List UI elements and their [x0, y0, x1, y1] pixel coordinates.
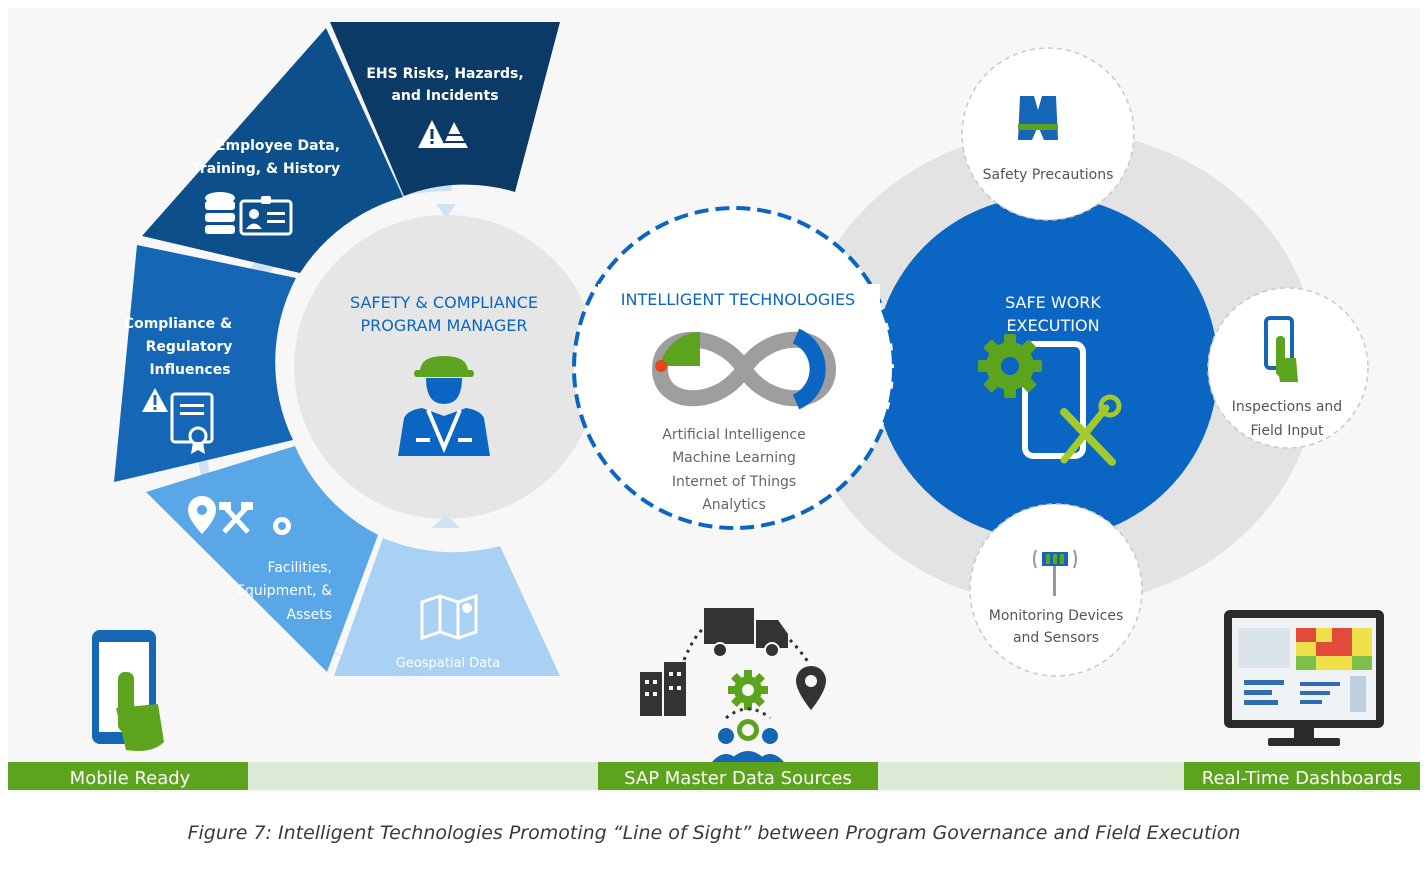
governance-wheel: EHS Risks, Hazards, and Incidents Employ… — [114, 22, 598, 682]
segment-ehs-risks — [330, 22, 560, 196]
segment-label-employee-2: Training, & History — [192, 161, 340, 177]
safe-work-title-1: SAFE WORK — [1005, 293, 1101, 312]
gear-icon — [728, 670, 768, 710]
intelligent-item-4: Analytics — [702, 497, 766, 513]
segment-label-compliance-1: Compliance & — [124, 316, 232, 332]
satellite-label-monitoring-2: and Sensors — [1013, 630, 1099, 646]
connector-dots-right — [788, 638, 810, 663]
location-tools-gear-icon — [188, 496, 291, 535]
map-icon — [420, 593, 478, 641]
segment-compliance — [114, 245, 296, 482]
intelligent-technologies-hub: INTELLIGENT TECHNOLOGIES Artificial Inte… — [572, 206, 896, 530]
warning-pyramid-icon — [418, 120, 468, 148]
truck-icon — [704, 608, 788, 658]
sensor-tower-icon — [1033, 549, 1077, 596]
segment-label-facilities-3: Assets — [286, 607, 332, 623]
segment-label-facilities-1: Facilities, — [268, 560, 332, 576]
safety-worker-icon — [398, 356, 490, 456]
satellite-label-safety: Safety Precautions — [983, 167, 1114, 183]
connector-notch-bottom — [432, 514, 460, 528]
intelligent-title: INTELLIGENT TECHNOLOGIES — [621, 290, 855, 309]
satellite-label-monitoring-1: Monitoring Devices — [989, 608, 1124, 624]
intelligent-item-2: Machine Learning — [672, 450, 796, 466]
program-manager-title-1: SAFETY & COMPLIANCE — [350, 293, 538, 312]
segment-label-employee-1: Employee Data, — [216, 138, 340, 154]
footer-bar: Mobile Ready SAP Master Data Sources Rea… — [8, 762, 1420, 790]
intelligent-title-backdrop — [598, 284, 880, 312]
location-pin-icon — [796, 666, 826, 710]
footer-tab-master-data — [598, 762, 878, 790]
program-manager-title-2: PROGRAM MANAGER — [360, 316, 527, 335]
footer-label-master-data: SAP Master Data Sources — [624, 768, 852, 789]
segment-employee-data — [142, 28, 403, 273]
segment-label-geospatial: Geospatial Data — [396, 656, 500, 671]
safe-work-disc — [874, 196, 1218, 540]
people-group-icon — [712, 707, 784, 762]
safe-work-title-2: EXECUTION — [1006, 316, 1099, 335]
connector-notch-top — [436, 204, 456, 218]
figure-caption: Figure 7: Intelligent Technologies Promo… — [187, 822, 1241, 844]
satellite-label-inspections-2: Field Input — [1250, 423, 1324, 439]
segment-geospatial — [334, 538, 560, 676]
footer-label-dashboards: Real-Time Dashboards — [1202, 768, 1402, 789]
infinity-icon — [651, 328, 837, 410]
dashboard-monitor-icon — [1224, 610, 1384, 746]
tablet-touch-icon — [1264, 316, 1298, 382]
warning-certificate-icon — [142, 388, 214, 454]
footer-tab-dashboards — [1184, 762, 1420, 790]
master-data-sources-icon — [640, 608, 826, 762]
segment-label-compliance-2: Regulatory — [146, 339, 233, 355]
intelligent-item-3: Internet of Things — [672, 474, 796, 490]
mobile-touch-icon — [92, 630, 164, 751]
execution-cluster: SAFE WORK EXECUTION Safety Precautions — [798, 47, 1369, 677]
footer-label-mobile-ready: Mobile Ready — [70, 768, 191, 789]
gear-phone-tools-icon — [978, 334, 1122, 466]
safety-vest-icon — [1018, 96, 1058, 140]
segment-label-ehs-1: EHS Risks, Hazards, — [366, 66, 523, 82]
satellite-label-inspections-1: Inspections and — [1232, 399, 1342, 415]
database-id-card-icon — [205, 192, 293, 236]
segment-label-compliance-3: Influences — [149, 362, 230, 378]
segment-label-ehs-2: and Incidents — [391, 88, 498, 104]
buildings-icon — [640, 662, 686, 716]
intelligent-item-1: Artificial Intelligence — [662, 427, 806, 443]
footer-tab-mobile-ready — [8, 762, 248, 790]
segment-label-facilities-2: Equipment, & — [236, 583, 332, 599]
